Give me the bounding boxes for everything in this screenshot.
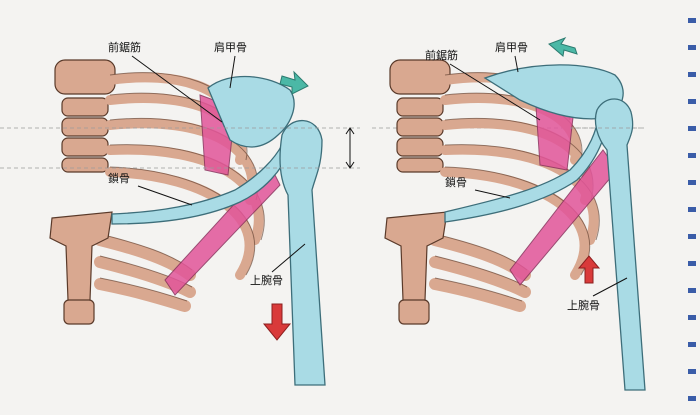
scapula-left — [207, 75, 295, 148]
left-panel: 前鋸筋 肩甲骨 鎖骨 上腕骨 — [50, 40, 326, 386]
arrow-red-up-icon — [577, 255, 601, 284]
label-serratus-right: 前鋸筋 — [425, 48, 458, 62]
arrow-red-down-icon — [262, 303, 292, 341]
notebook-edge — [688, 18, 696, 401]
right-panel: 前鋸筋 肩甲骨 鎖骨 上腕骨 — [385, 36, 646, 391]
label-humerus-left: 上腕骨 — [250, 273, 283, 287]
humerus-left — [279, 119, 326, 386]
label-scapula-left: 肩甲骨 — [214, 40, 247, 54]
label-serratus-left: 前鋸筋 — [108, 40, 141, 54]
label-humerus-right: 上腕骨 — [567, 298, 600, 312]
humerus-right — [594, 98, 646, 391]
label-clavicle-left: 鎖骨 — [108, 171, 130, 185]
arrow-teal-icon — [279, 70, 309, 95]
label-scapula-right: 肩甲骨 — [495, 40, 528, 54]
label-clavicle-right: 鎖骨 — [445, 175, 467, 189]
scapula-right — [483, 64, 624, 120]
arrow-teal-left-icon — [548, 36, 578, 57]
